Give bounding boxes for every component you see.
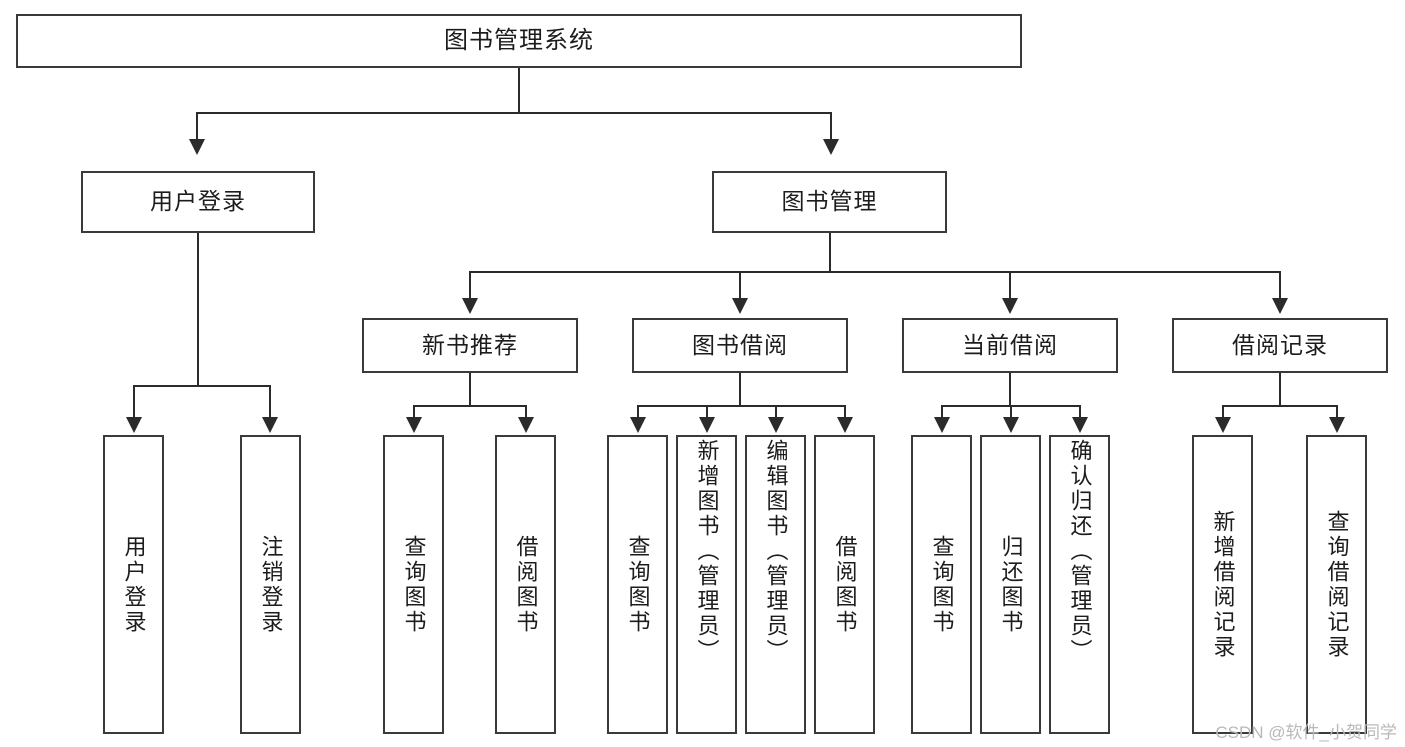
- connector-root-bar: [196, 112, 832, 114]
- connector-br-bar: [1222, 405, 1338, 407]
- node-user-login[interactable]: 用户登录: [81, 171, 315, 233]
- arrow-to-leaf-confirm-return: [1072, 417, 1088, 433]
- arrow-to-leaf-query-book-3: [934, 417, 950, 433]
- node-label: 查询借阅记录: [1324, 509, 1350, 660]
- connector-cb-stem: [1009, 373, 1011, 405]
- connector-br-drop-2: [1336, 405, 1338, 417]
- arrow-to-current-borrow: [1002, 298, 1018, 314]
- node-label: 归还图书: [998, 534, 1024, 635]
- leaf-edit-book[interactable]: 编辑图书（管理员）: [745, 435, 806, 734]
- arrow-to-book-borrow: [732, 298, 748, 314]
- node-label: 注销登录: [258, 534, 284, 635]
- arrow-to-leaf-borrow-book-2: [837, 417, 853, 433]
- arrow-to-book-manage: [823, 139, 839, 155]
- connector-bb-stem: [739, 373, 741, 405]
- connector-user-login-bar: [133, 385, 271, 387]
- node-label: 新书推荐: [422, 331, 518, 358]
- connector-book-manage-bar: [469, 271, 1281, 273]
- arrow-to-leaf-logout: [262, 417, 278, 433]
- node-label: 新增图书（管理员）: [694, 439, 720, 664]
- arrow-to-leaf-edit-book: [768, 417, 784, 433]
- node-label: 编辑图书（管理员）: [763, 439, 789, 664]
- arrow-to-leaf-return-book: [1003, 417, 1019, 433]
- node-label: 图书借阅: [692, 331, 788, 358]
- connector-nbr-bar: [413, 405, 527, 407]
- connector-br-drop-1: [1222, 405, 1224, 417]
- connector-l3-drop-4: [1279, 271, 1281, 298]
- leaf-query-record[interactable]: 查询借阅记录: [1306, 435, 1367, 734]
- leaf-borrow-book-2[interactable]: 借阅图书: [814, 435, 875, 734]
- leaf-query-book-1[interactable]: 查询图书: [383, 435, 444, 734]
- leaf-logout[interactable]: 注销登录: [240, 435, 301, 734]
- node-label: 新增借阅记录: [1210, 509, 1236, 660]
- connector-user-login-drop-2: [269, 385, 271, 417]
- node-book-management[interactable]: 图书管理: [712, 171, 947, 233]
- arrow-to-leaf-add-record: [1215, 417, 1231, 433]
- connector-bb-drop-2: [706, 405, 708, 417]
- node-label: 查询图书: [401, 534, 427, 635]
- leaf-confirm-return[interactable]: 确认归还（管理员）: [1049, 435, 1110, 734]
- connector-user-login-stem: [197, 233, 199, 385]
- connector-l3-drop-3: [1009, 271, 1011, 298]
- arrow-to-leaf-borrow-book-1: [518, 417, 534, 433]
- node-current-borrow[interactable]: 当前借阅: [902, 318, 1118, 373]
- leaf-return-book[interactable]: 归还图书: [980, 435, 1041, 734]
- connector-cb-drop-3: [1079, 405, 1081, 417]
- node-book-management-system[interactable]: 图书管理系统: [16, 14, 1022, 68]
- node-label: 确认归还（管理员）: [1067, 439, 1093, 664]
- connector-nbr-drop-1: [413, 405, 415, 417]
- arrow-to-leaf-query-book-2: [630, 417, 646, 433]
- arrow-to-leaf-query-book-1: [406, 417, 422, 433]
- connector-book-manage-stem: [829, 233, 831, 271]
- leaf-add-record[interactable]: 新增借阅记录: [1192, 435, 1253, 734]
- node-label: 查询图书: [625, 534, 651, 635]
- node-label: 用户登录: [121, 534, 147, 635]
- connector-l3-drop-1: [469, 271, 471, 298]
- connector-bb-drop-1: [637, 405, 639, 417]
- arrow-to-new-book-rec: [462, 298, 478, 314]
- connector-user-login-drop-1: [133, 385, 135, 417]
- connector-bb-drop-4: [844, 405, 846, 417]
- node-label: 借阅图书: [513, 534, 539, 635]
- arrow-to-leaf-query-record: [1329, 417, 1345, 433]
- connector-l3-drop-2: [739, 271, 741, 298]
- leaf-query-book-3[interactable]: 查询图书: [911, 435, 972, 734]
- arrow-to-leaf-add-book: [699, 417, 715, 433]
- leaf-user-login[interactable]: 用户登录: [103, 435, 164, 734]
- node-book-borrow[interactable]: 图书借阅: [632, 318, 848, 373]
- leaf-query-book-2[interactable]: 查询图书: [607, 435, 668, 734]
- node-label: 查询图书: [929, 534, 955, 635]
- leaf-borrow-book-1[interactable]: 借阅图书: [495, 435, 556, 734]
- connector-nbr-drop-2: [525, 405, 527, 417]
- connector-root-stem: [518, 68, 520, 112]
- connector-bb-bar: [637, 405, 845, 407]
- node-label: 借阅记录: [1232, 331, 1328, 358]
- arrow-to-leaf-user-login: [126, 417, 142, 433]
- connector-cb-drop-2: [1010, 405, 1012, 417]
- arrow-to-borrow-record: [1272, 298, 1288, 314]
- node-label: 借阅图书: [832, 534, 858, 635]
- node-new-book-recommend[interactable]: 新书推荐: [362, 318, 578, 373]
- csdn-watermark: CSDN @软件_小贺同学: [1215, 723, 1397, 742]
- node-label: 当前借阅: [962, 331, 1058, 358]
- arrow-to-user-login: [189, 139, 205, 155]
- leaf-add-book[interactable]: 新增图书（管理员）: [676, 435, 737, 734]
- node-label: 图书管理系统: [444, 26, 594, 54]
- node-borrow-record[interactable]: 借阅记录: [1172, 318, 1388, 373]
- connector-bb-drop-3: [775, 405, 777, 417]
- node-label: 用户登录: [150, 188, 246, 215]
- connector-root-drop-left: [196, 112, 198, 139]
- connector-br-stem: [1279, 373, 1281, 405]
- connector-cb-drop-1: [941, 405, 943, 417]
- connector-root-drop-right: [830, 112, 832, 139]
- connector-nbr-stem: [469, 373, 471, 405]
- node-label: 图书管理: [781, 188, 878, 215]
